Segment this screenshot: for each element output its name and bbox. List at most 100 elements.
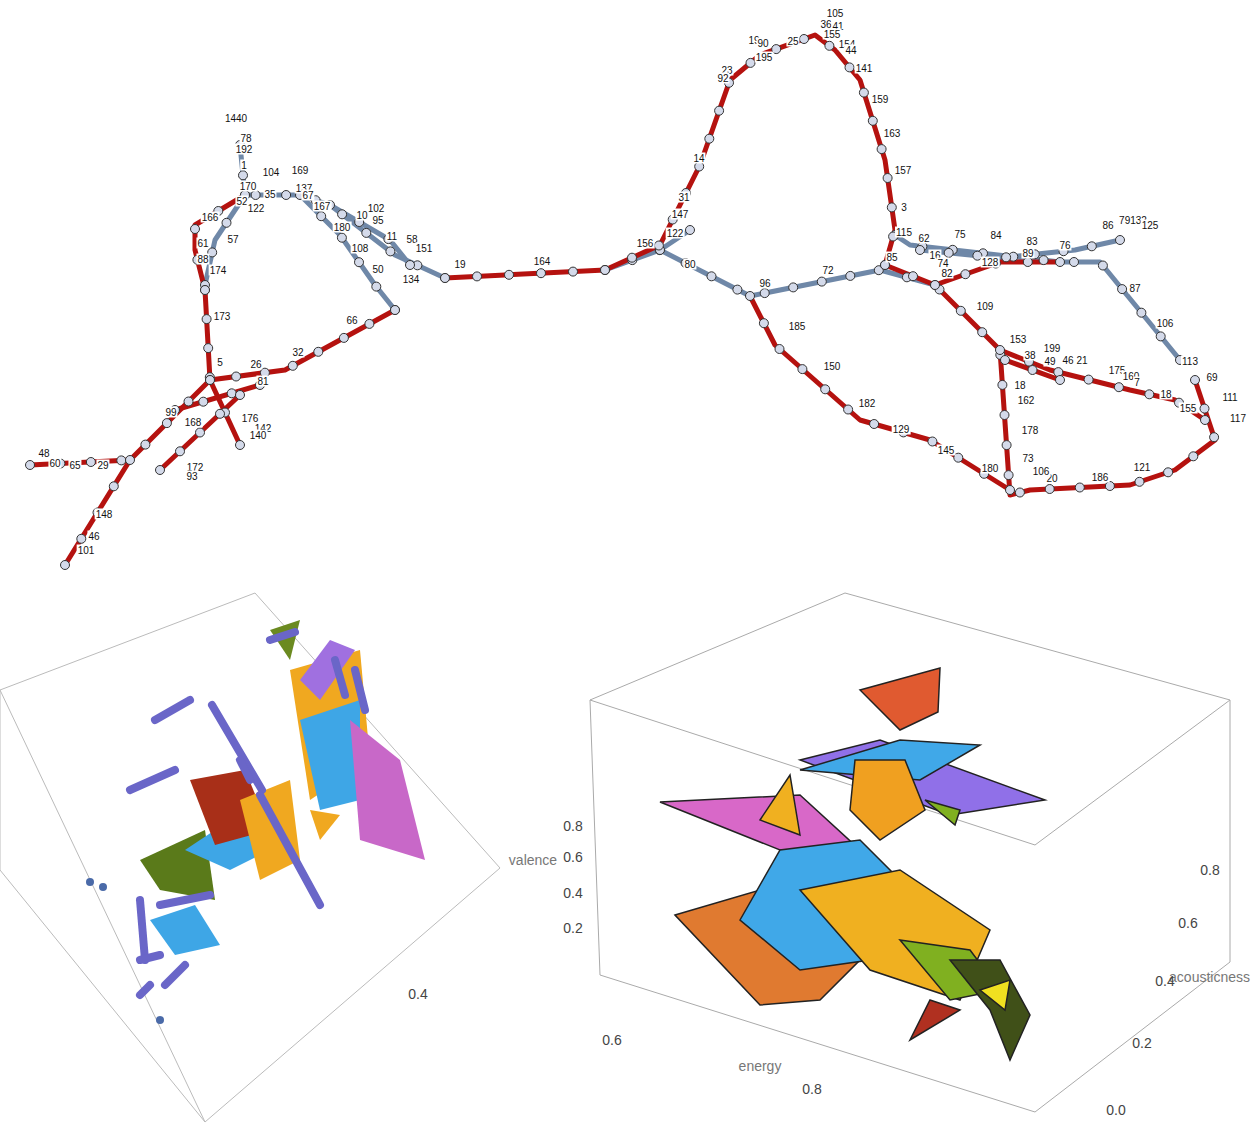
- graph-vertex: [1105, 482, 1114, 491]
- callout-number: 134: [402, 274, 421, 285]
- graph-vertex: [1070, 258, 1079, 267]
- graph-vertex: [1002, 441, 1011, 450]
- callout-number: 163: [883, 128, 902, 139]
- graph-vertex: [236, 441, 245, 450]
- callout-number: 14: [692, 153, 705, 164]
- callout-number: 85: [885, 252, 898, 263]
- graph-vertex: [996, 346, 1005, 355]
- callout-number: 195: [755, 52, 774, 63]
- callout-number: 31: [677, 192, 690, 203]
- graph-vertex: [1145, 390, 1154, 399]
- graph-vertex: [760, 289, 769, 298]
- callout-number: 111: [1221, 392, 1238, 403]
- axis-label: energy: [738, 1058, 783, 1074]
- graph-vertex: [184, 397, 193, 406]
- callout-number: 18: [1159, 389, 1172, 400]
- callout-number: 50: [371, 264, 384, 275]
- callout-number: 93: [185, 471, 198, 482]
- graph-vertex: [26, 461, 35, 470]
- graph-vertex: [1189, 452, 1198, 461]
- graph-vertex: [707, 272, 716, 281]
- graph-vertex: [117, 456, 126, 465]
- graph-vertex: [1004, 471, 1013, 480]
- callout-number: 92: [716, 73, 729, 84]
- graph-vertex: [201, 286, 210, 295]
- graph-vertex: [191, 225, 200, 234]
- callout-number: 35: [263, 189, 276, 200]
- callout-number: 169: [291, 165, 310, 176]
- graph-vertex: [206, 376, 215, 385]
- callout-number: 162: [1017, 395, 1036, 406]
- callout-number: 18: [1013, 380, 1026, 391]
- graph-vertex: [798, 365, 807, 374]
- graph-vertex: [441, 274, 450, 283]
- callout-number: 75: [953, 229, 966, 240]
- graph-vertex: [339, 333, 348, 342]
- graph-vertex: [355, 258, 364, 267]
- graph-vertex: [141, 440, 150, 449]
- graph-vertex: [251, 191, 260, 200]
- callout-number: 185: [788, 321, 807, 332]
- graph-vertex: [473, 272, 482, 281]
- graph-vertex: [386, 247, 395, 256]
- callout-number: 199: [1043, 343, 1062, 354]
- graph-vertex: [201, 286, 210, 295]
- callout-number: 87: [1128, 283, 1141, 294]
- callout-number: 178: [1021, 425, 1040, 436]
- graph-vertex: [733, 285, 742, 294]
- graph-vertex: [870, 420, 879, 429]
- graph-vertex: [372, 282, 381, 291]
- graph-vertex: [109, 482, 118, 491]
- graph-vertex: [206, 376, 215, 385]
- graph-vertex: [537, 269, 546, 278]
- graph-vertex: [202, 315, 211, 324]
- callout-number: 147: [671, 209, 690, 220]
- callout-number: 192: [235, 144, 254, 155]
- callout-number: 95: [371, 215, 384, 226]
- callout-number: 174: [209, 265, 228, 276]
- callout-number: 180: [981, 463, 1000, 474]
- graph-vertex: [317, 212, 326, 221]
- graph-vertex: [1023, 258, 1032, 267]
- graph-vertex: [746, 292, 755, 301]
- callout-number: 170: [239, 181, 258, 192]
- graph-vertex: [441, 274, 450, 283]
- graph-vertex: [204, 344, 213, 353]
- callout-number: 5: [216, 357, 224, 368]
- graph-vertex: [998, 380, 1007, 389]
- callout-number: 29: [96, 460, 109, 471]
- tick-label: 0.2: [1131, 1035, 1152, 1051]
- graph-vertex: [288, 361, 297, 370]
- graph-vertex: [956, 306, 965, 315]
- callout-number: 25: [786, 36, 799, 47]
- callout-number: 108: [351, 243, 370, 254]
- graph-vertex: [1000, 411, 1009, 420]
- callout-number: 102: [367, 203, 386, 214]
- graph-vertex: [909, 272, 918, 281]
- graph-vertex: [362, 228, 371, 237]
- graph-vertex: [1028, 366, 1037, 375]
- callout-number: 168: [184, 417, 203, 428]
- graph-vertex: [1039, 256, 1048, 265]
- graph-vertex: [825, 41, 834, 50]
- graph-vertex: [944, 248, 953, 257]
- callout-number: 46: [87, 531, 100, 542]
- callout-number: 69: [1205, 372, 1218, 383]
- graph-vertex: [705, 134, 714, 143]
- callout-number: 109: [976, 301, 995, 312]
- callout-number: 72: [821, 265, 834, 276]
- graph-vertex: [1084, 375, 1093, 384]
- graph-vertex: [314, 347, 323, 356]
- graph-vertex: [365, 319, 374, 328]
- callout-number: 164: [533, 256, 552, 267]
- graph-vertex: [931, 281, 940, 290]
- graph-vertex: [928, 437, 937, 446]
- graph-vertex: [216, 409, 225, 418]
- graph-vertex: [868, 116, 877, 125]
- graph-vertex: [746, 58, 755, 67]
- graph-vertex: [1156, 332, 1165, 341]
- graph-vertex: [846, 271, 855, 280]
- callout-number: 99: [164, 407, 177, 418]
- tick-label: 0.4: [1154, 973, 1175, 989]
